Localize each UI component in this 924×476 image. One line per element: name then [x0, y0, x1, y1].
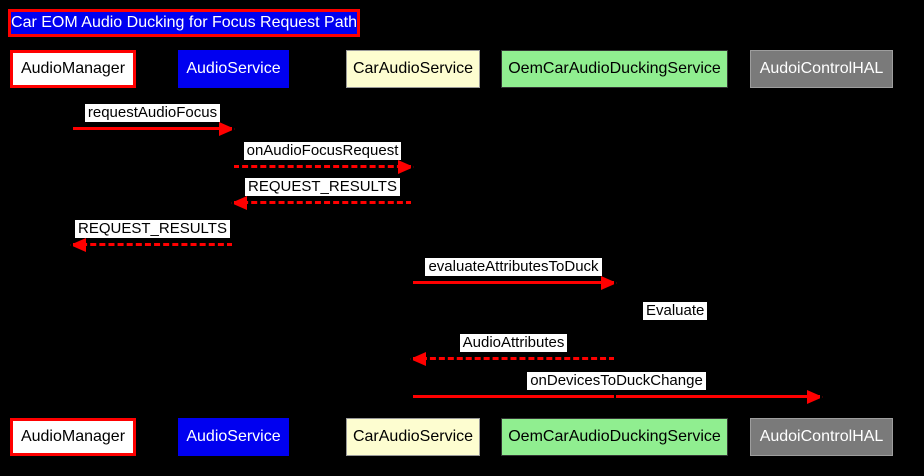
diagram-title: Car EOM Audio Ducking for Focus Request …: [8, 9, 360, 37]
participant-caraudioservice-top: CarAudioService: [346, 50, 480, 88]
message-label: Evaluate: [643, 302, 708, 320]
arrowhead-left: [410, 352, 426, 366]
message-evaluate-self: Evaluate: [643, 302, 708, 320]
message-evaluate-attributes-to-duck: evaluateAttributesToDuck: [412, 258, 615, 276]
arrowhead-left: [231, 196, 247, 210]
message-request-results-2: REQUEST_RESULTS: [72, 220, 233, 238]
participant-audiomanager-top: AudioManager: [10, 50, 136, 88]
lifeline-audioservice: [232, 86, 234, 418]
lifeline-audiomanager: [71, 86, 73, 418]
message-label: AudioAttributes: [459, 334, 568, 352]
participant-audoicontrolhal-bottom: AudoiControlHAL: [750, 418, 893, 456]
message-on-devices-to-duck-change: onDevicesToDuckChange: [412, 372, 821, 390]
participant-audiomanager-bottom: AudioManager: [10, 418, 136, 456]
participant-audioservice-bottom: AudioService: [178, 418, 289, 456]
arrow-evaluate-attributes-to-duck: [412, 276, 617, 290]
participant-caraudioservice-bottom: CarAudioService: [346, 418, 480, 456]
lifeline-oemcaraudioduckingservice: [614, 86, 616, 418]
message-request-results-1: REQUEST_RESULTS: [233, 178, 412, 196]
arrowhead-right: [398, 160, 414, 174]
arrowhead-right: [219, 122, 235, 136]
arrow-request-results-2: [70, 238, 233, 252]
arrow-on-audio-focus-request: [233, 160, 414, 174]
arrow-request-audio-focus: [72, 122, 235, 136]
message-label: REQUEST_RESULTS: [245, 178, 400, 196]
participant-oemcaraudioduckingservice-bottom: OemCarAudioDuckingService: [501, 418, 728, 456]
arrow-request-results-1: [231, 196, 412, 210]
lifeline-caraudioservice: [411, 86, 413, 418]
arrowhead-left: [70, 238, 86, 252]
message-on-audio-focus-request: onAudioFocusRequest: [233, 142, 412, 160]
message-request-audio-focus: requestAudioFocus: [72, 104, 233, 122]
participant-audoicontrolhal-top: AudoiControlHAL: [750, 50, 893, 88]
participant-audioservice-top: AudioService: [178, 50, 289, 88]
message-label: requestAudioFocus: [84, 104, 221, 122]
arrowhead-right: [807, 390, 823, 404]
message-label: REQUEST_RESULTS: [75, 220, 230, 238]
self-message-loop: [616, 305, 658, 335]
arrowhead-right: [601, 276, 617, 290]
message-label: onAudioFocusRequest: [243, 142, 402, 160]
arrow-on-devices-to-duck-change: [412, 390, 823, 404]
arrow-audio-attributes: [410, 352, 615, 366]
lifeline-audoicontrolhal: [820, 86, 822, 418]
message-label: evaluateAttributesToDuck: [425, 258, 602, 276]
participant-oemcaraudioduckingservice-top: OemCarAudioDuckingService: [501, 50, 728, 88]
message-audio-attributes: AudioAttributes: [412, 334, 615, 352]
message-label: onDevicesToDuckChange: [527, 372, 706, 390]
